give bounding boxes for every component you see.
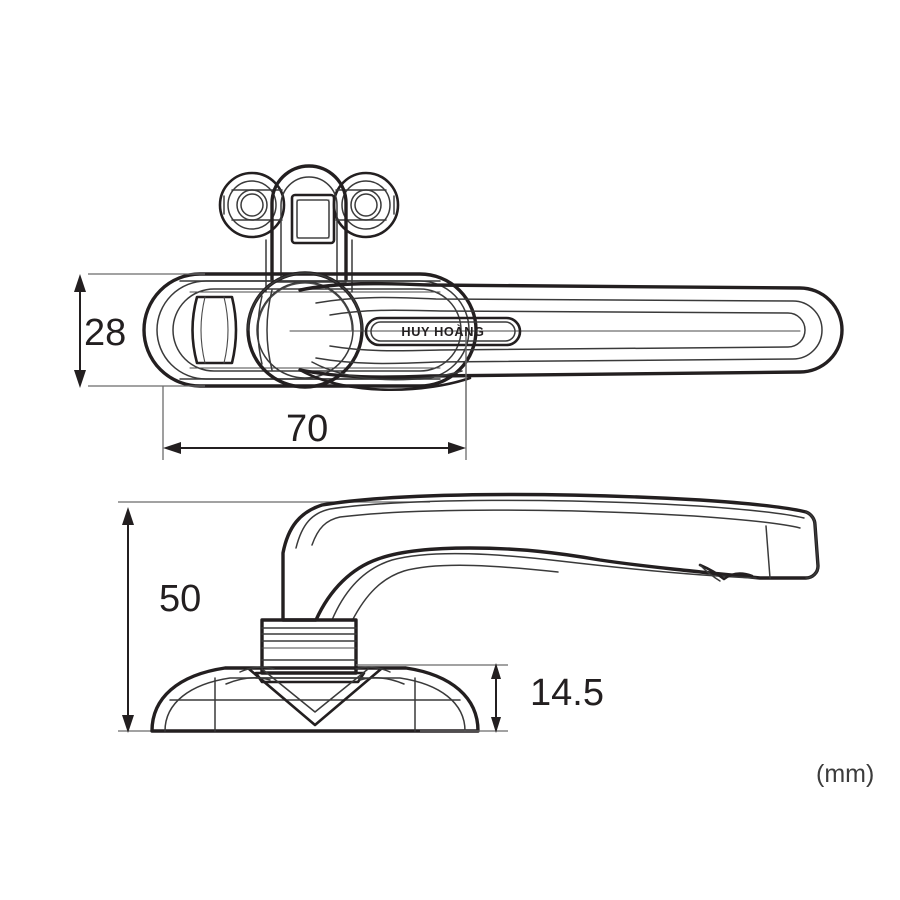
unit-note: (mm) <box>816 760 875 788</box>
dimension-28-group <box>74 273 205 388</box>
dimension-50-group <box>122 507 134 733</box>
neck-collar-group <box>254 618 366 684</box>
top-backplate-group <box>142 272 478 388</box>
dimension-70-group <box>162 332 467 460</box>
rose-base-side-group <box>150 666 480 733</box>
escutcheon-group <box>218 164 400 293</box>
brand-logo-text: HUY HOÀNG <box>401 325 485 339</box>
dimension-14-5-group <box>356 663 508 733</box>
side-view-group <box>118 492 820 733</box>
brand-badge-group <box>364 316 522 347</box>
dimension-label-28: 28 <box>84 312 127 354</box>
top-view-group <box>74 164 844 460</box>
pivot-hub-group <box>246 271 364 389</box>
lever-arm-top-group <box>289 281 844 392</box>
dimension-label-70: 70 <box>286 408 329 450</box>
dimension-label-14-5: 14.5 <box>530 672 604 714</box>
dimension-label-50: 50 <box>159 578 202 620</box>
lever-arm-side-group <box>281 492 820 622</box>
